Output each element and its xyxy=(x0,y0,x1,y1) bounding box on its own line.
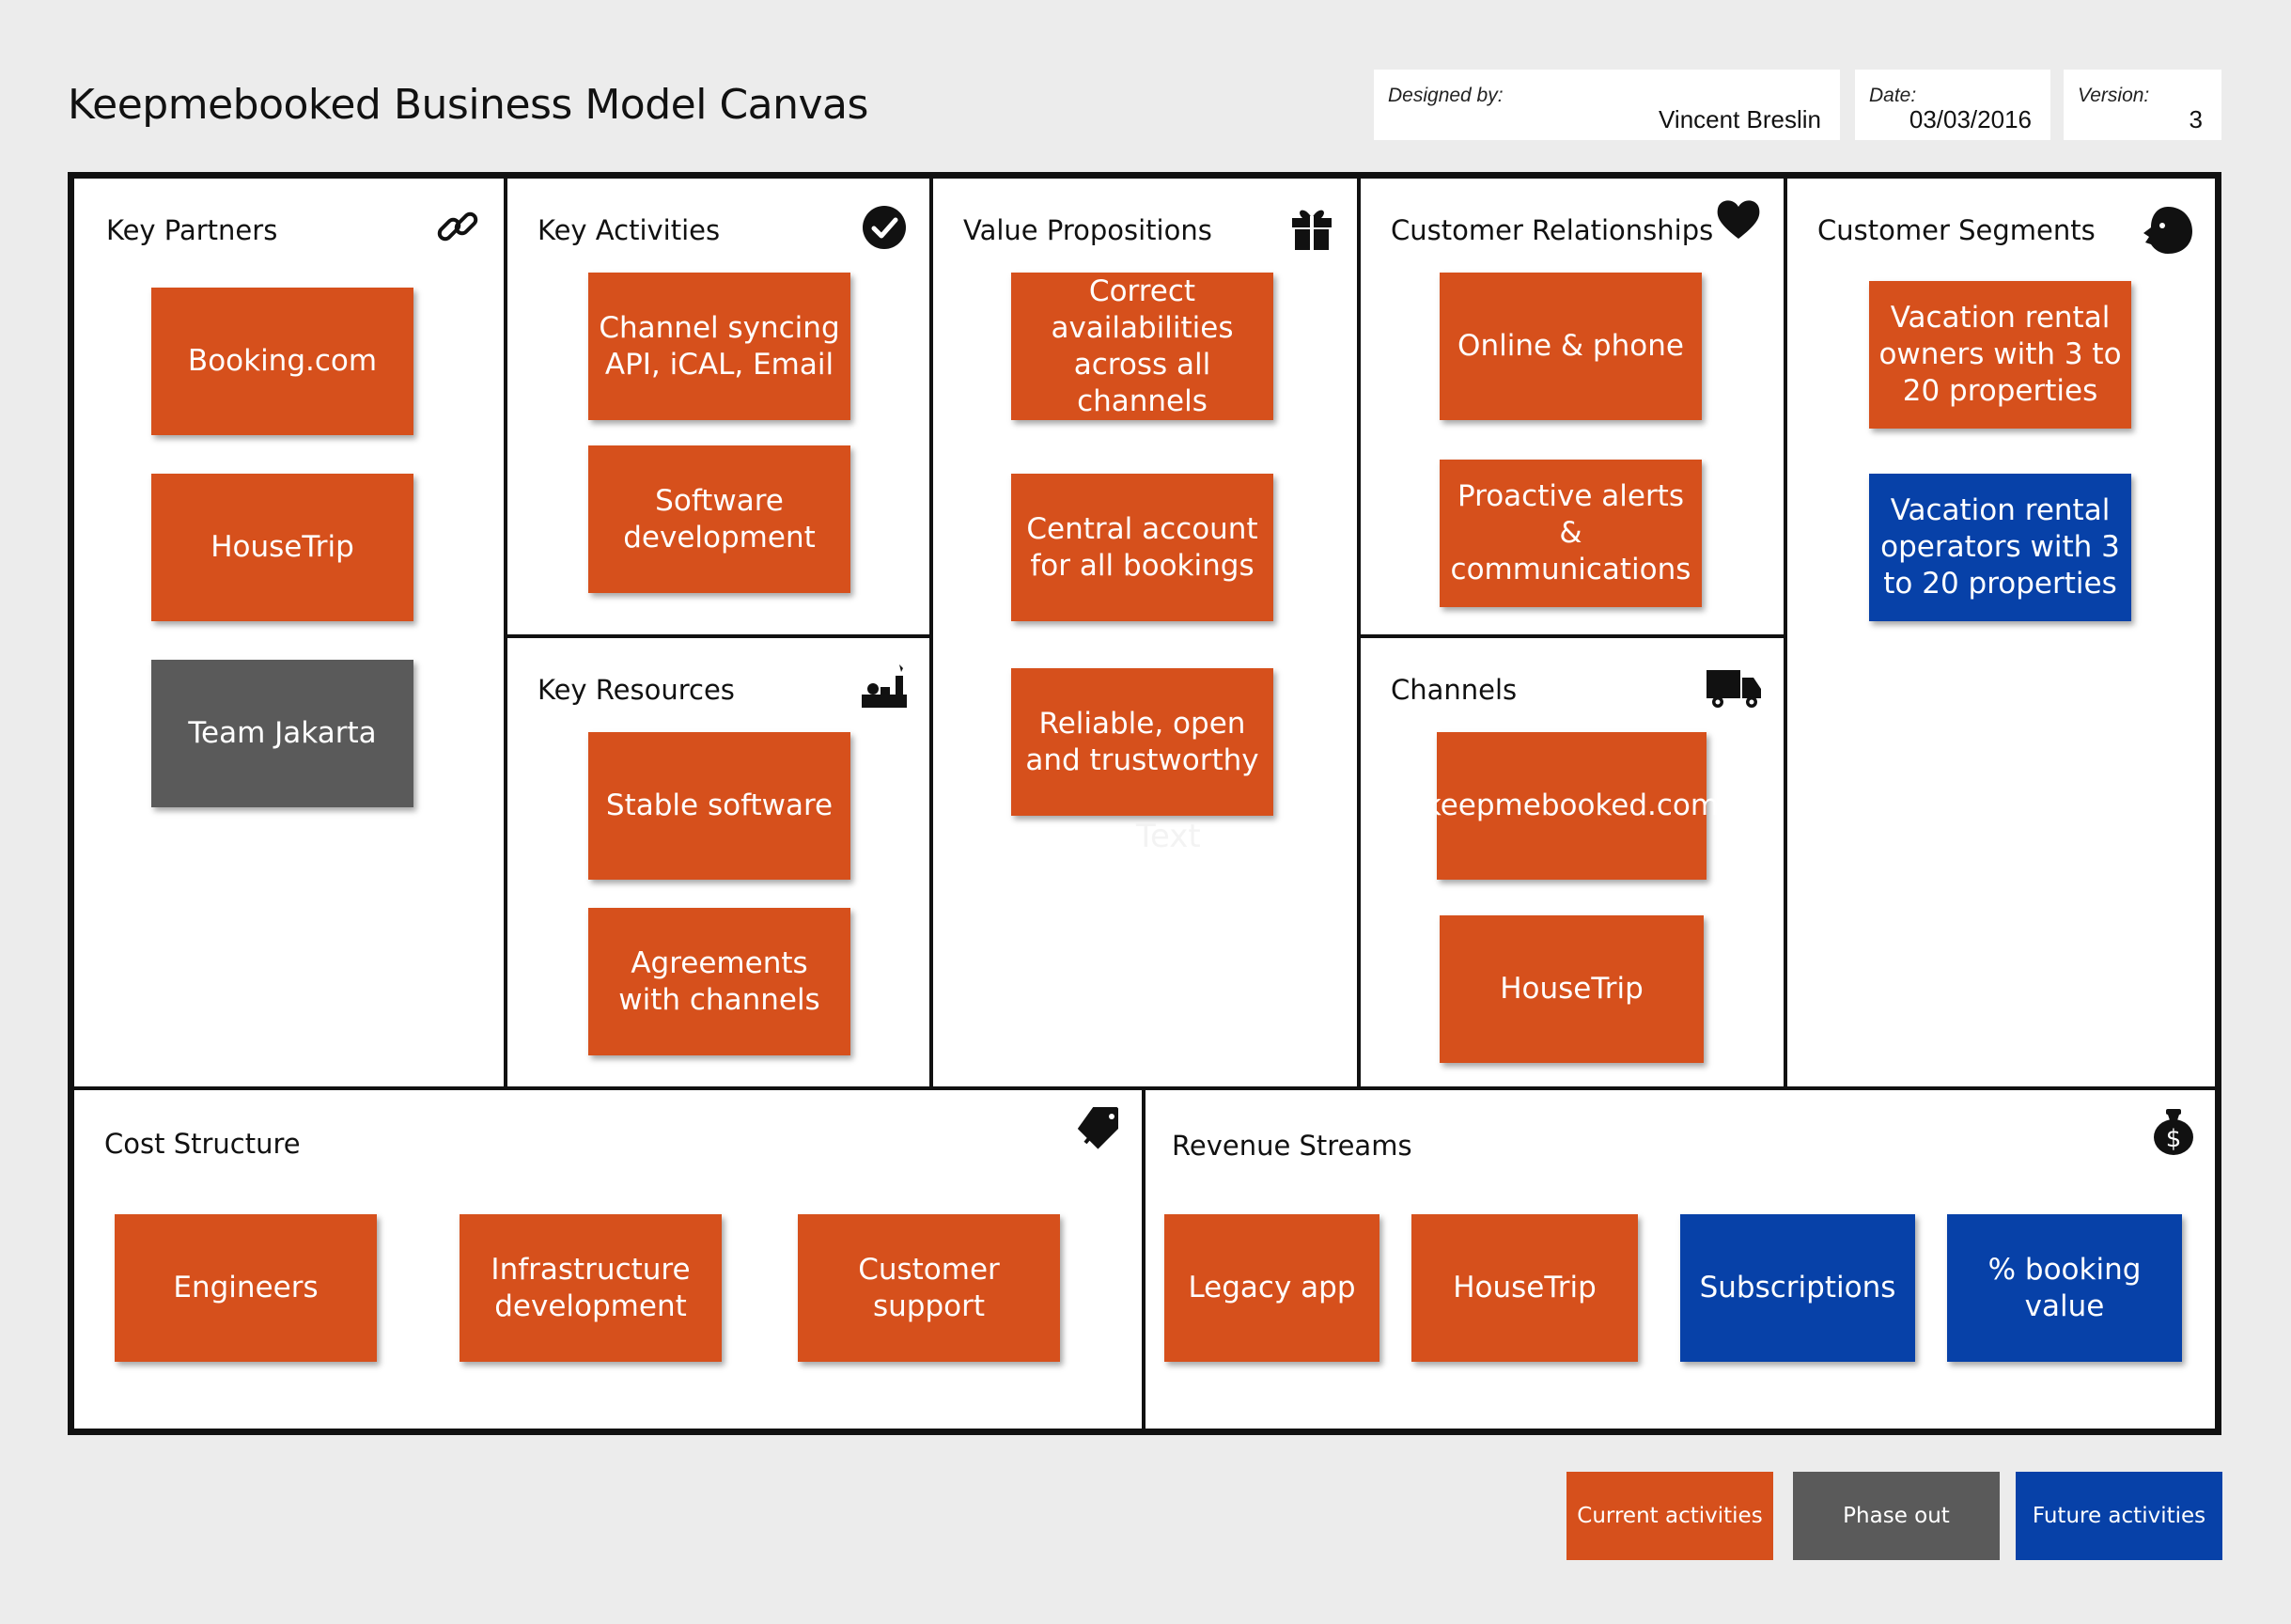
version-value: 3 xyxy=(2189,105,2203,133)
key-activities-title: Key Activities xyxy=(538,214,721,246)
note-customer-support[interactable]: Customer support xyxy=(798,1214,1060,1362)
date-value: 03/03/2016 xyxy=(1909,105,2032,133)
designed-by-label: Designed by: xyxy=(1388,85,1504,106)
note-housetrip-channel[interactable]: HouseTrip xyxy=(1440,915,1704,1063)
note-engineers[interactable]: Engineers xyxy=(115,1214,377,1362)
note-agreements-with-channels[interactable]: Agreements with channels xyxy=(588,908,850,1055)
note-subscriptions[interactable]: Subscriptions xyxy=(1680,1214,1915,1362)
truck-icon xyxy=(1705,663,1763,711)
page-title: Keepmebooked Business Model Canvas xyxy=(68,81,868,129)
legend-current-activities: Current activities xyxy=(1566,1472,1773,1560)
price-tag-icon xyxy=(1076,1107,1125,1156)
business-model-canvas: Key Partners Key Activities Key Resource… xyxy=(68,172,2221,1435)
note-keepmebooked-com[interactable]: keepmebooked.com xyxy=(1425,732,1719,880)
legend-phase-out: Phase out xyxy=(1793,1472,2000,1560)
checkmark-icon xyxy=(860,203,909,252)
key-partners-title: Key Partners xyxy=(106,214,278,246)
customer-relationships-title: Customer Relationships xyxy=(1391,214,1714,246)
divider xyxy=(1142,1086,1146,1429)
channels-title: Channels xyxy=(1391,674,1518,706)
cost-structure-title: Cost Structure xyxy=(104,1128,301,1160)
factory-icon xyxy=(860,663,909,711)
money-bag-icon: $ xyxy=(2149,1107,2198,1156)
date-label: Date: xyxy=(1869,85,1917,106)
key-resources-title: Key Resources xyxy=(538,674,735,706)
designed-by-field[interactable]: Designed by: Vincent Breslin xyxy=(1374,70,1840,140)
designed-by-value: Vincent Breslin xyxy=(1659,105,1821,133)
date-field[interactable]: Date: 03/03/2016 xyxy=(1855,70,2050,140)
note-booking-com[interactable]: Booking.com xyxy=(151,288,413,435)
gift-icon xyxy=(1287,203,1336,252)
svg-text:$: $ xyxy=(2166,1125,2182,1153)
link-icon xyxy=(434,203,483,252)
divider xyxy=(1357,634,1787,638)
note-correct-availabilities[interactable]: Correct availabilities across all channe… xyxy=(1011,273,1273,420)
note-legacy-app[interactable]: Legacy app xyxy=(1164,1214,1379,1362)
customer-segments-title: Customer Segments xyxy=(1817,214,2096,246)
face-icon xyxy=(2140,203,2194,258)
note-booking-value[interactable]: % booking value xyxy=(1947,1214,2182,1362)
version-field[interactable]: Version: 3 xyxy=(2064,70,2221,140)
heart-icon xyxy=(1714,195,1763,244)
note-housetrip-revenue[interactable]: HouseTrip xyxy=(1411,1214,1638,1362)
note-infrastructure-development[interactable]: Infrastructure development xyxy=(460,1214,722,1362)
legend-future-activities: Future activities xyxy=(2016,1472,2222,1560)
revenue-streams-title: Revenue Streams xyxy=(1172,1130,1412,1162)
version-label: Version: xyxy=(2078,85,2150,106)
placeholder-text: Text xyxy=(1136,818,1201,855)
value-propositions-title: Value Propositions xyxy=(963,214,1212,246)
note-reliable-open[interactable]: Reliable, open and trustworthy xyxy=(1011,668,1273,816)
note-stable-software[interactable]: Stable software xyxy=(588,732,850,880)
note-software-development[interactable]: Software development xyxy=(588,445,850,593)
divider xyxy=(504,634,933,638)
note-proactive-alerts[interactable]: Proactive alerts & communications xyxy=(1440,460,1702,607)
note-vacation-rental-operators[interactable]: Vacation rental operators with 3 to 20 p… xyxy=(1869,474,2131,621)
note-central-account[interactable]: Central account for all bookings xyxy=(1011,474,1273,621)
note-vacation-rental-owners[interactable]: Vacation rental owners with 3 to 20 prop… xyxy=(1869,281,2131,429)
note-housetrip-partner[interactable]: HouseTrip xyxy=(151,474,413,621)
note-team-jakarta[interactable]: Team Jakarta xyxy=(151,660,413,807)
note-online-phone[interactable]: Online & phone xyxy=(1440,273,1702,420)
note-channel-syncing[interactable]: Channel syncing API, iCAL, Email xyxy=(588,273,850,420)
